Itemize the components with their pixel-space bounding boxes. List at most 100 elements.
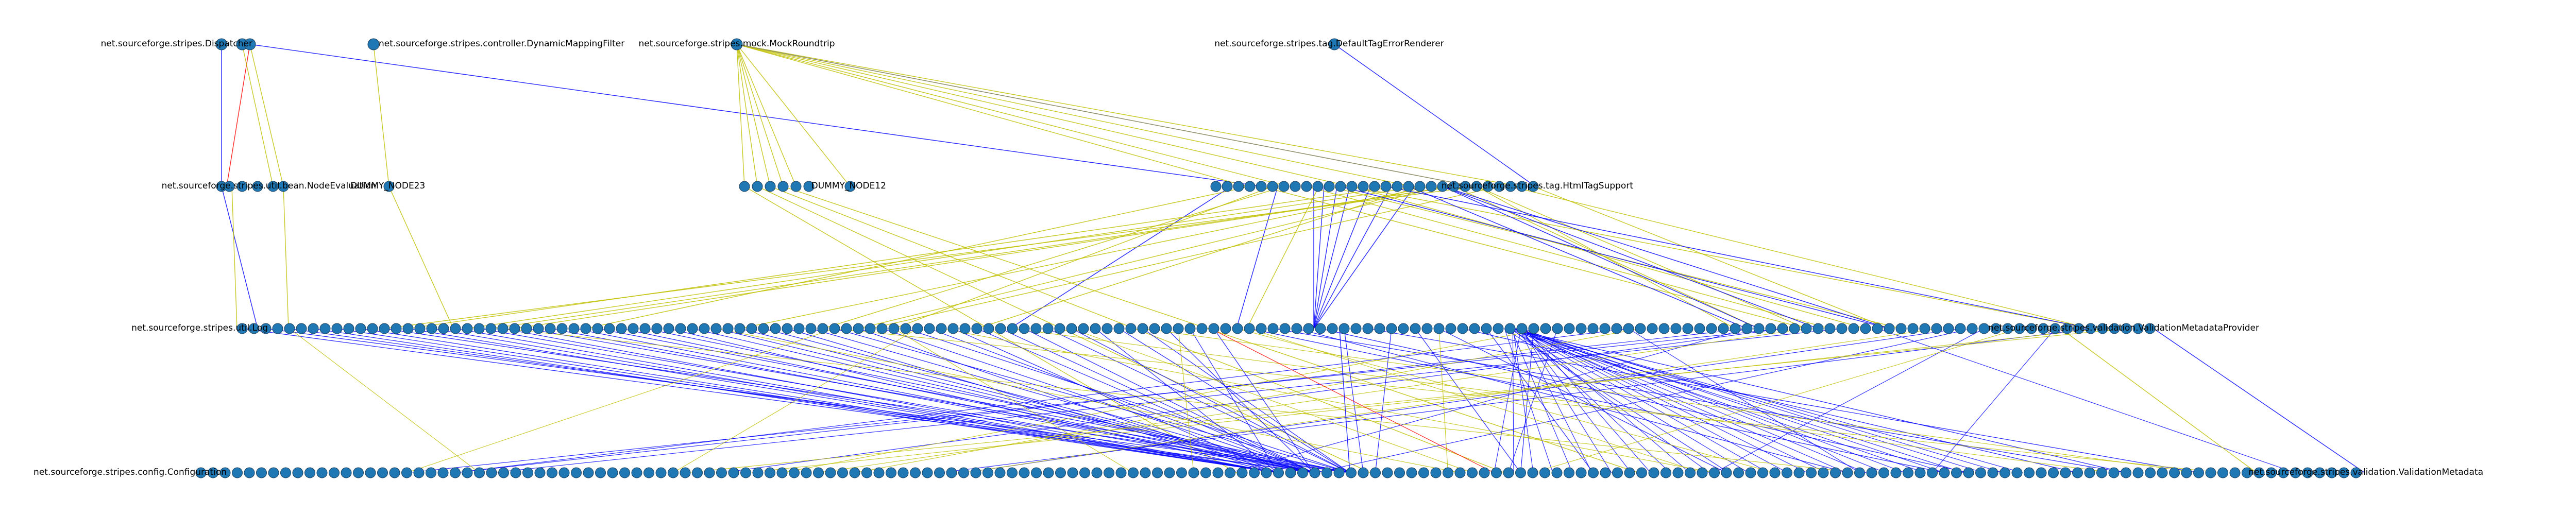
graph-edge	[736, 44, 1289, 187]
graph-node	[1660, 467, 1671, 478]
graph-node	[1362, 323, 1374, 334]
graph-edge	[1524, 328, 1651, 473]
graph-edge	[736, 44, 851, 187]
graph-node	[1091, 467, 1103, 478]
graph-edge	[787, 328, 1278, 473]
graph-edge	[1532, 328, 2020, 473]
graph-node	[1623, 323, 1634, 334]
graph-node	[2253, 467, 2265, 478]
graph-node	[740, 467, 751, 478]
graph-node	[1380, 181, 1392, 192]
graph-node	[1721, 467, 1732, 478]
graph-node	[2073, 323, 2084, 334]
graph-edge	[455, 328, 1278, 473]
graph-edge	[1313, 186, 1392, 329]
graph-node	[1394, 467, 1405, 478]
graph-node	[1516, 323, 1528, 334]
graph-node	[1943, 323, 1954, 334]
graph-node	[462, 323, 473, 334]
graph-node	[1685, 467, 1696, 478]
graph-edge	[1009, 186, 1232, 329]
graph-edge	[1442, 186, 1759, 329]
graph-edge	[467, 186, 1420, 329]
graph-node	[1469, 323, 1480, 334]
graph-node	[983, 323, 994, 334]
graph-edge	[1313, 186, 1325, 329]
graph-edge	[1178, 328, 1194, 473]
graph-edge	[736, 44, 1412, 187]
graph-edge	[526, 328, 1350, 473]
graph-node	[765, 467, 775, 478]
graph-node	[728, 467, 739, 478]
graph-node	[2145, 467, 2156, 478]
graph-edge	[1012, 328, 2114, 473]
graph-edge	[736, 44, 1474, 187]
graph-node	[1769, 467, 1781, 478]
graph-edge	[373, 44, 389, 187]
graph-edge	[810, 328, 1314, 473]
graph-node	[1297, 467, 1308, 478]
graph-node	[1382, 467, 1393, 478]
graph-node	[1635, 323, 1646, 334]
graph-edge	[736, 44, 758, 187]
graph-edge	[1344, 328, 1364, 473]
graph-node	[1188, 467, 1199, 478]
graph-node	[1753, 323, 1765, 334]
graph-edge	[621, 328, 1314, 473]
graph-edge	[1237, 328, 1775, 473]
graph-edge	[406, 328, 835, 473]
graph-node	[1528, 323, 1539, 334]
graph-node	[651, 323, 663, 334]
graph-node	[232, 467, 243, 478]
graph-edge	[854, 328, 1641, 473]
graph-node	[1895, 323, 1907, 334]
graph-node	[473, 323, 485, 334]
graph-edge	[818, 328, 1807, 473]
node-label: net.sourceforge.stripes.util.Log	[131, 323, 268, 333]
graph-node	[426, 467, 436, 478]
graph-node	[1999, 467, 2010, 478]
graph-node	[1430, 467, 1442, 478]
graph-node	[1482, 181, 1494, 192]
graph-node	[1890, 467, 1902, 478]
graph-node	[1078, 323, 1089, 334]
graph-node	[1030, 323, 1042, 334]
graph-edge	[1367, 328, 2199, 473]
graph-edge	[645, 328, 1350, 473]
graph-edge	[1408, 186, 1748, 329]
graph-node	[1279, 323, 1291, 334]
graph-node	[1836, 323, 1848, 334]
node-label: net.sourceforge.stripes.config.Configura…	[33, 467, 227, 477]
graph-edge	[1230, 328, 1748, 473]
graph-edge	[685, 328, 2127, 473]
graph-node	[912, 323, 923, 334]
graph-edge	[882, 328, 1314, 473]
graph-edge	[1714, 328, 1985, 473]
graph-node	[568, 323, 580, 334]
graph-node	[758, 323, 769, 334]
graph-edge	[1142, 328, 2199, 473]
graph-node	[219, 467, 231, 478]
graph-edge	[1273, 328, 2126, 473]
graph-node	[1196, 323, 1208, 334]
graph-node	[876, 323, 888, 334]
graph-edge	[1932, 328, 2056, 473]
graph-node	[1369, 181, 1380, 192]
graph-node	[770, 323, 781, 334]
graph-node	[1113, 323, 1125, 334]
graph-edge	[1071, 328, 1472, 473]
graph-node	[616, 323, 627, 334]
graph-edge	[1509, 328, 1964, 473]
graph-node	[1479, 467, 1490, 478]
graph-node	[692, 467, 703, 478]
graph-node	[1493, 323, 1504, 334]
graph-edge	[736, 44, 1247, 187]
graph-node	[367, 323, 378, 334]
graph-node	[1290, 181, 1301, 192]
graph-edge	[1520, 328, 1632, 473]
graph-node	[1043, 467, 1054, 478]
graph-node	[1233, 181, 1244, 192]
graph-node	[1672, 467, 1684, 478]
graph-node	[331, 323, 343, 334]
graph-edge	[668, 328, 1278, 473]
